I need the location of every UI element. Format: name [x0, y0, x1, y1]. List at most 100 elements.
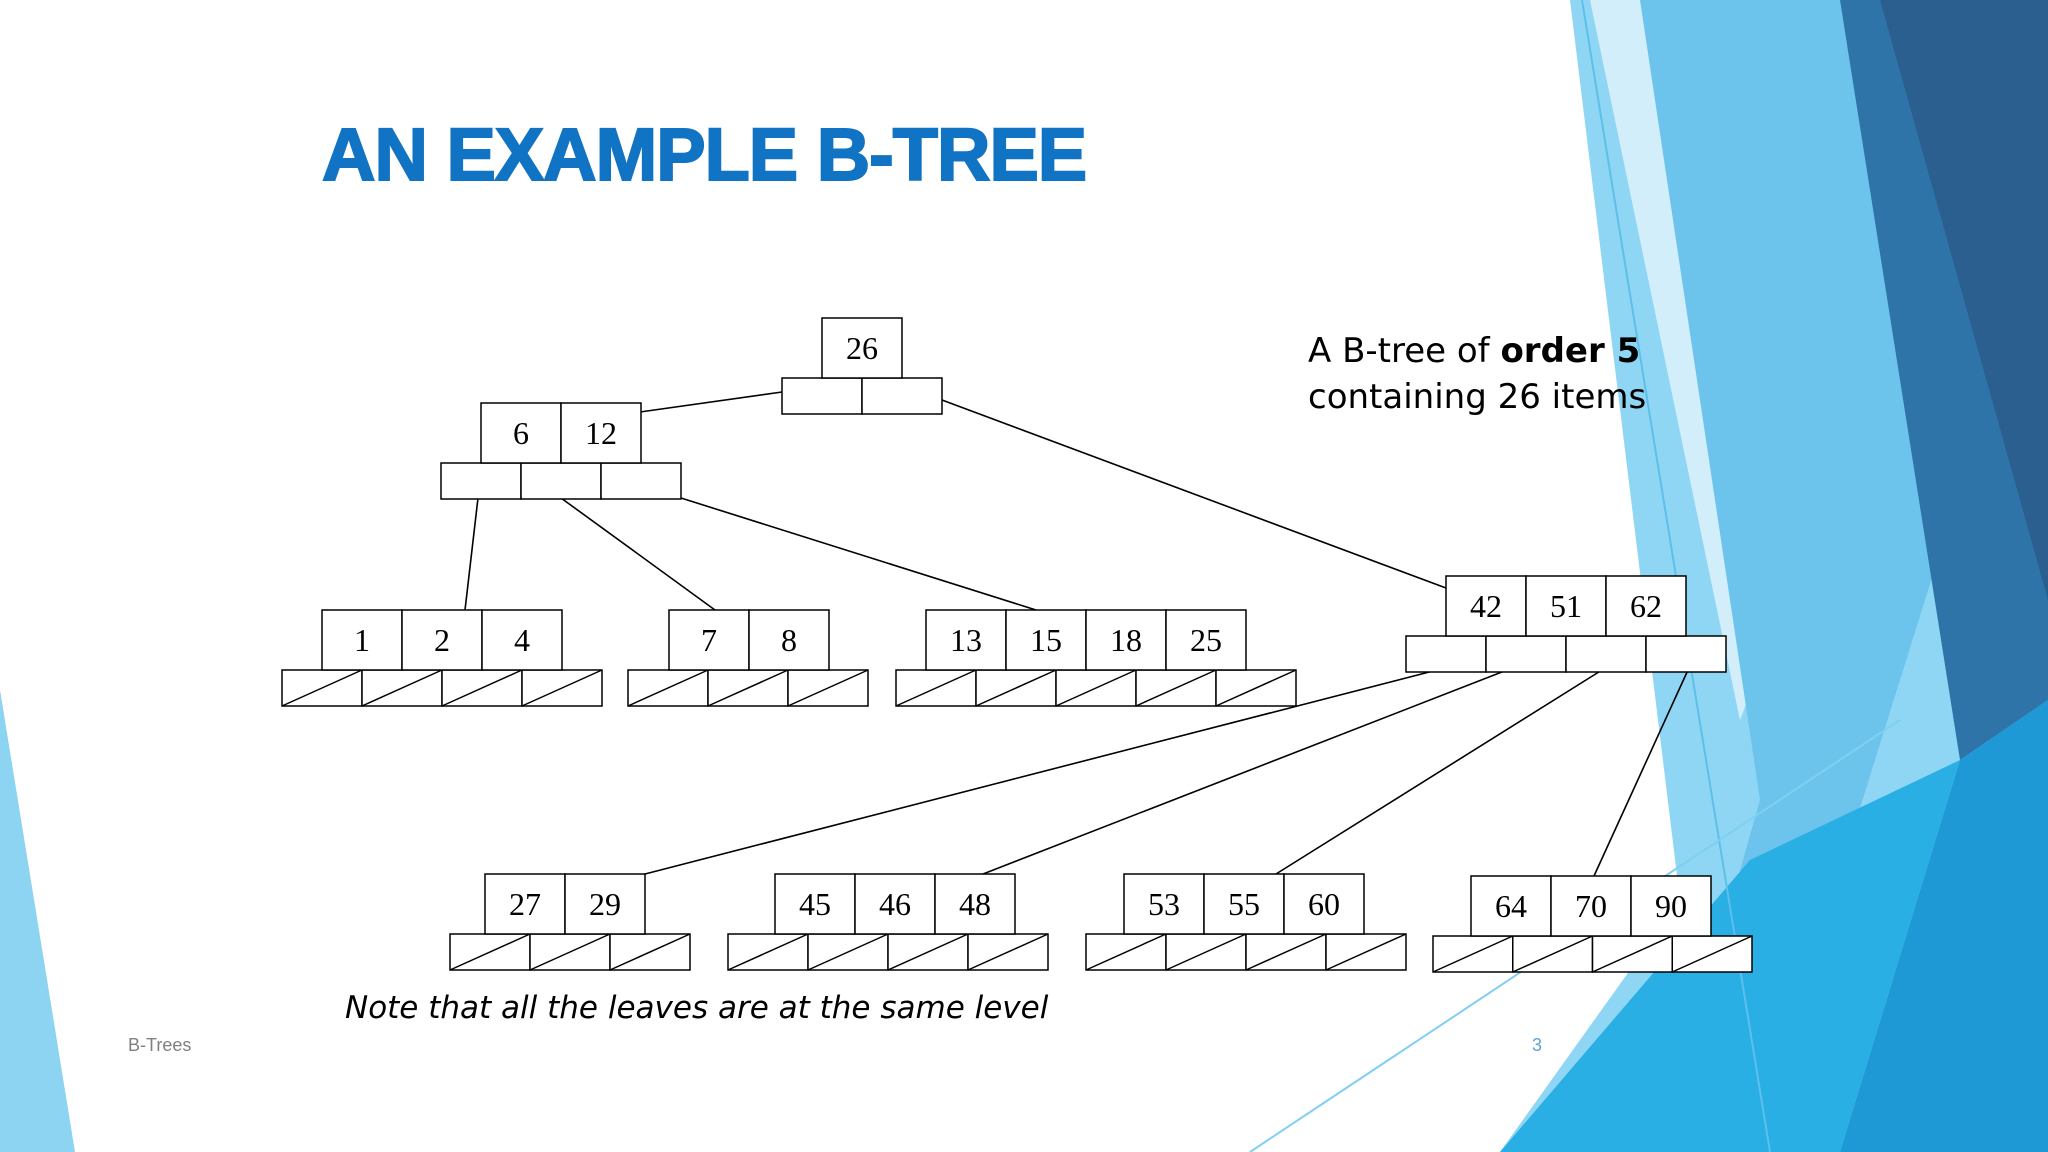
key-cell: [1525, 575, 1607, 637]
key-value: 6: [513, 415, 529, 451]
tree-edges: [464, 391, 1689, 877]
right-mid-shape: [1640, 0, 1950, 1152]
tree-edge: [1275, 669, 1603, 875]
key-value: 64: [1495, 888, 1527, 924]
internal-node-right: 42 51 62: [1405, 575, 1727, 673]
null-pointer-slash: [807, 933, 889, 971]
key-value: 1: [354, 622, 370, 658]
tree-edge: [680, 497, 1037, 611]
key-cell: [668, 609, 750, 671]
internal-node-left: 6 12: [440, 402, 682, 500]
tree-caption: A B-tree of order 5 containing 26 items: [1308, 328, 1646, 420]
key-cell: [774, 873, 856, 935]
key-value: 15: [1030, 622, 1062, 658]
null-pointer-slash: [707, 669, 789, 707]
key-value: 26: [846, 330, 878, 366]
null-pointer-slash: [627, 669, 709, 707]
left-light-shape: [0, 690, 75, 1152]
tree-edge: [560, 497, 716, 611]
key-cell: [564, 873, 646, 935]
key-cell: [484, 873, 566, 935]
null-pointer-slash: [895, 669, 977, 707]
null-pointer-slash: [967, 933, 1049, 971]
null-pointer-slash: [441, 669, 523, 707]
key-cell: [748, 609, 830, 671]
leaf-node: 53 55 60: [1085, 873, 1407, 971]
pointer-cell: [1485, 635, 1567, 673]
key-value: 42: [1470, 588, 1502, 624]
pointer-cell: [1645, 635, 1727, 673]
leaves-note: Note that all the leaves are at the same…: [345, 990, 1049, 1026]
null-pointer-slash: [281, 669, 363, 707]
key-cell: [1165, 609, 1247, 671]
key-cell: [1283, 873, 1365, 935]
key-cell: [1470, 875, 1552, 937]
key-cell: [401, 609, 483, 671]
tree-edge: [644, 669, 1438, 875]
key-value: 90: [1655, 888, 1687, 924]
null-pointer-slash: [1432, 935, 1514, 973]
tree-edge: [464, 497, 479, 611]
key-value: 51: [1550, 588, 1582, 624]
key-value: 60: [1308, 886, 1340, 922]
key-cell: [481, 609, 563, 671]
pointer-cell: [781, 377, 863, 415]
null-pointer-slash: [1325, 933, 1407, 971]
footer-label: B-Trees: [128, 1035, 192, 1055]
key-value: 18: [1110, 622, 1142, 658]
null-pointer-slash: [521, 669, 603, 707]
pointer-cell: [600, 462, 682, 500]
key-value: 4: [514, 622, 530, 658]
key-value: 53: [1148, 886, 1180, 922]
null-pointer-slash: [727, 933, 809, 971]
null-pointer-slash: [1245, 933, 1327, 971]
key-cell: [1630, 875, 1712, 937]
key-value: 62: [1630, 588, 1662, 624]
null-pointer-slash: [887, 933, 969, 971]
pointer-cell: [1565, 635, 1647, 673]
pointer-cell: [440, 462, 522, 500]
null-pointer-slash: [975, 669, 1057, 707]
tree-edge: [639, 391, 783, 413]
null-pointer-slash: [1135, 669, 1217, 707]
pointer-cell: [520, 462, 602, 500]
tree-edge: [941, 399, 1447, 589]
key-value: 29: [589, 886, 621, 922]
leaf-node: 13 15 18 25: [895, 609, 1297, 707]
null-pointer-slash: [1165, 933, 1247, 971]
null-pointer-slash: [361, 669, 443, 707]
leaf-node: 64 70 90: [1432, 875, 1753, 973]
null-pointer-slash: [449, 933, 531, 971]
pointer-cell: [1405, 635, 1487, 673]
key-cell: [934, 873, 1016, 935]
null-pointer-slash: [609, 933, 691, 971]
key-cell: [321, 609, 403, 671]
page-number: 3: [1532, 1035, 1543, 1055]
key-value: 8: [781, 622, 797, 658]
tree-edge: [1593, 669, 1689, 877]
null-pointer-slash: [1671, 935, 1753, 973]
key-cell: [854, 873, 936, 935]
null-pointer-slash: [787, 669, 869, 707]
key-cell: [1550, 875, 1632, 937]
null-pointer-slash: [529, 933, 611, 971]
key-value: 13: [950, 622, 982, 658]
key-value: 25: [1190, 622, 1222, 658]
null-pointer-slash: [1215, 669, 1297, 707]
null-pointer-slash: [1055, 669, 1137, 707]
slide-title: AN EXAMPLE B-TREE: [321, 112, 1088, 197]
key-value: 7: [701, 622, 717, 658]
pointer-cell: [861, 377, 943, 415]
caption-prefix: A B-tree of: [1308, 331, 1501, 371]
key-value: 12: [585, 415, 617, 451]
null-pointer-slash: [1512, 935, 1593, 973]
right-blue-shape: [1840, 700, 2048, 1152]
key-value: 55: [1228, 886, 1260, 922]
key-cell: [1203, 873, 1285, 935]
key-value: 70: [1575, 888, 1607, 924]
